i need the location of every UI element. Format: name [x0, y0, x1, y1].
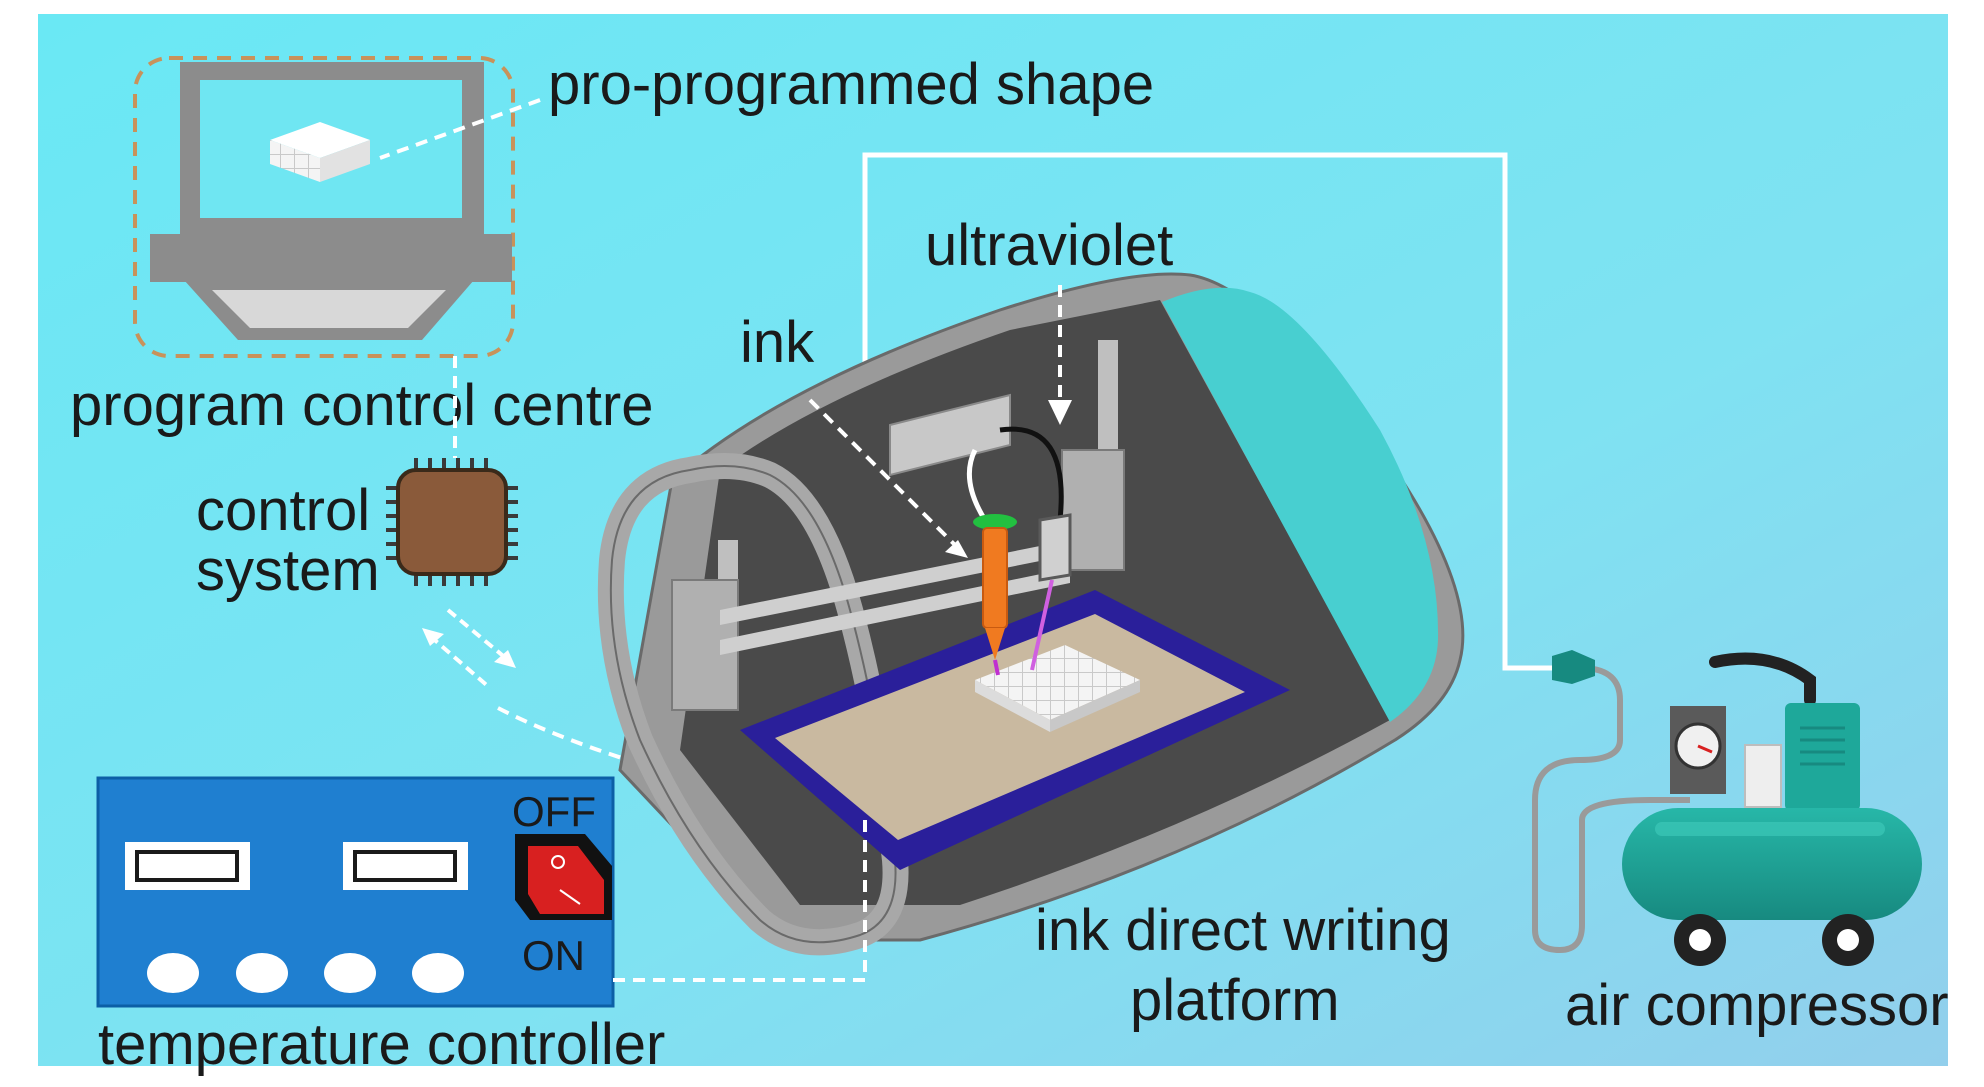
- printed-lattice-object: [975, 645, 1140, 732]
- temperature-controller-panel: [96, 776, 615, 1008]
- label-ultraviolet: ultraviolet: [925, 213, 1173, 278]
- ink-arrow: [808, 398, 957, 547]
- label-ink-direct-writing: ink direct writing: [1035, 898, 1451, 963]
- uv-beam: [1030, 579, 1054, 671]
- controller-to-printer-connector: [613, 815, 867, 982]
- air-compressor-icon: [1532, 650, 1922, 966]
- panel-knob-4: [412, 953, 464, 993]
- power-switch-rocker: [528, 846, 604, 914]
- label-temperature-controller: temperature controller: [98, 1012, 665, 1077]
- label-platform: platform: [1130, 968, 1340, 1033]
- label-switch-off: OFF: [512, 788, 596, 835]
- ultraviolet-arrowhead: [1048, 400, 1072, 425]
- compressor-handle: [1709, 652, 1816, 706]
- control-system-chip-icon: [386, 458, 518, 586]
- tray-bed: [775, 614, 1245, 840]
- dashed-selection-outline: [133, 56, 515, 358]
- display-window-right: [343, 842, 468, 890]
- monitor-base-top: [150, 234, 512, 282]
- compressor-hose: [1532, 665, 1690, 954]
- program-control-centre-monitor: [133, 56, 515, 358]
- power-switch-indicator: [551, 855, 565, 869]
- label-pre-programmed-shape: pro-programmed shape: [548, 52, 1154, 117]
- compressor-wheel-right-hub: [1837, 929, 1859, 951]
- label-control: control: [196, 478, 370, 543]
- syringe-cap: [973, 514, 1017, 530]
- display-window-left: [125, 842, 250, 890]
- screen-shape-icon: [270, 122, 370, 182]
- arrowhead-down: [494, 650, 516, 668]
- bidirectional-signal-arrows: [428, 608, 510, 690]
- pressure-gauge-needle: [1697, 744, 1713, 754]
- ink-stream: [993, 659, 1000, 676]
- uv-lamp-body: [1038, 513, 1072, 582]
- label-program-control-centre: program control centre: [70, 373, 653, 438]
- print-head-carriage: [889, 393, 1011, 477]
- housing-end-window: [1162, 287, 1439, 722]
- ink-arrowhead: [945, 540, 968, 558]
- compressor-wheel-left-hub: [1689, 929, 1711, 951]
- compressor-motor-housing: [1785, 703, 1860, 811]
- panel-knob-2: [236, 953, 288, 993]
- display-window-left-inner: [135, 850, 239, 882]
- arrowhead-up: [422, 628, 444, 646]
- hose-connector: [1552, 650, 1595, 684]
- label-air-compressor: air compressor: [1565, 973, 1949, 1038]
- monitor-stand-inner: [212, 290, 446, 328]
- build-tray: [740, 590, 1290, 870]
- compressor-fan-stack: [1744, 744, 1782, 808]
- syringe-nozzle: [985, 628, 1005, 660]
- tank-highlight: [1655, 822, 1885, 836]
- power-switch-mark: [559, 889, 581, 905]
- shape-pointer-arrow: [379, 98, 541, 160]
- ink-syringe: [966, 448, 1017, 676]
- label-switch-on: ON: [522, 932, 585, 979]
- display-window-right-inner: [353, 850, 457, 882]
- panel-knob-3: [324, 953, 376, 993]
- uv-lamp: [999, 426, 1072, 671]
- label-ink: ink: [740, 310, 815, 375]
- panel-knob-1: [147, 953, 199, 993]
- housing-front-ring-edge: [609, 465, 897, 944]
- syringe-body: [982, 527, 1008, 629]
- label-system: system: [196, 538, 380, 603]
